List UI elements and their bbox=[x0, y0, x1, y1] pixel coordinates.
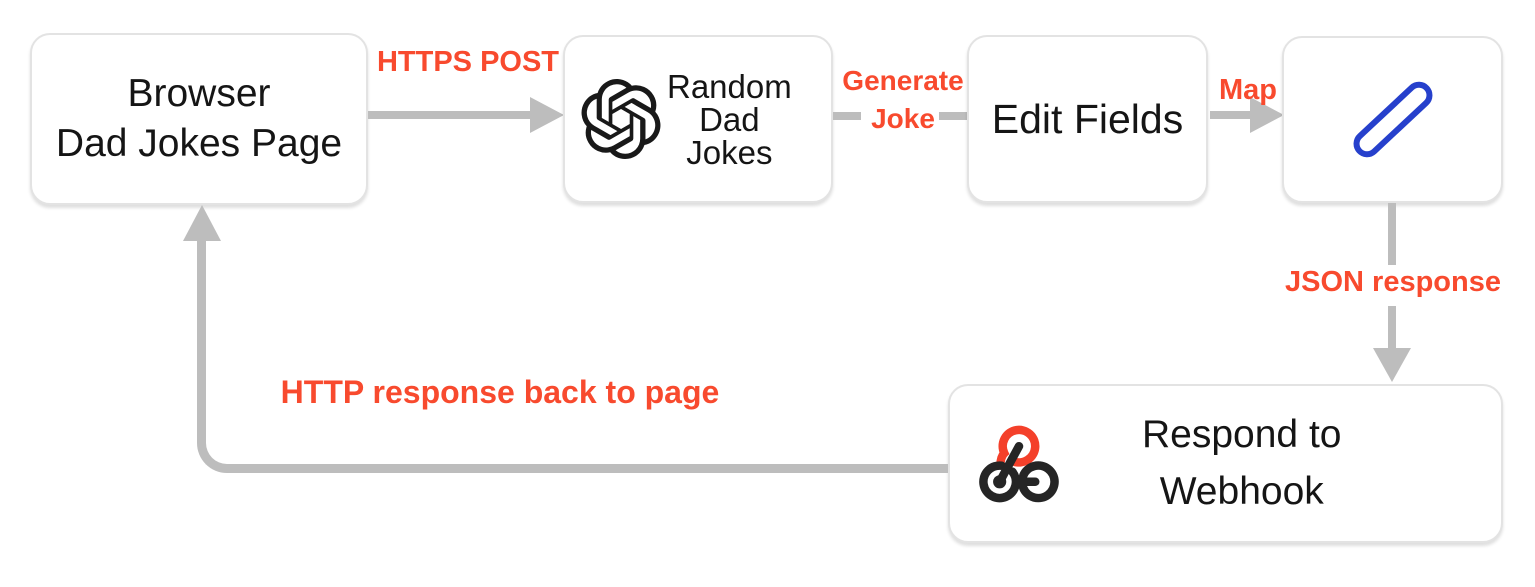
node-respond-webhook-label-line2: Webhook bbox=[1159, 469, 1324, 513]
connector-generate-joke-left-stub bbox=[833, 112, 861, 120]
node-random-dad-jokes-label-line1: Random bbox=[667, 67, 792, 105]
node-respond-to-webhook: Respond to Webhook bbox=[948, 384, 1503, 543]
connector-json-response-upper bbox=[1388, 203, 1396, 265]
edge-label-json-response: JSON response bbox=[1285, 266, 1501, 298]
node-edit-fields-label: Edit Fields bbox=[991, 95, 1184, 142]
node-random-dad-jokes-label-line3: Jokes bbox=[686, 133, 773, 171]
connector-json-response-lower bbox=[1388, 306, 1396, 348]
node-respond-webhook-label: Respond to Webhook bbox=[1142, 407, 1341, 520]
node-edit-fields: Edit Fields bbox=[967, 35, 1208, 203]
node-random-dad-jokes-label: Random Dad Jokes bbox=[667, 70, 792, 169]
connector-generate-joke-right-stub bbox=[939, 112, 967, 120]
node-random-dad-jokes-label-line2: Dad bbox=[699, 100, 760, 138]
connector-http-response-return-path bbox=[197, 222, 948, 473]
edge-label-generate-joke: Generate Joke bbox=[827, 62, 979, 137]
webhook-icon bbox=[979, 425, 1059, 502]
arrowhead-down-icon bbox=[1373, 348, 1411, 382]
edge-label-http-response: HTTP response back to page bbox=[280, 374, 720, 410]
node-respond-webhook-label-line1: Respond to bbox=[1142, 412, 1342, 456]
node-browser-label: Browser Dad Jokes Page bbox=[56, 69, 342, 169]
node-browser-label-line1: Browser bbox=[127, 72, 271, 116]
openai-icon bbox=[581, 79, 661, 159]
edge-label-generate-joke-line2: Joke bbox=[871, 102, 935, 134]
edge-label-map: Map bbox=[1219, 74, 1277, 106]
edge-label-generate-joke-line1: Generate bbox=[842, 65, 964, 96]
arrowhead-right-icon bbox=[530, 97, 564, 133]
node-browser-label-line2: Dad Jokes Page bbox=[55, 122, 343, 165]
connector-https-post bbox=[368, 111, 531, 119]
arrowhead-up-icon bbox=[183, 205, 221, 241]
pen-slash-icon bbox=[1347, 76, 1438, 163]
connector-map bbox=[1210, 111, 1252, 119]
node-pen bbox=[1282, 36, 1503, 203]
node-random-dad-jokes: Random Dad Jokes bbox=[563, 35, 833, 203]
node-browser-dad-jokes-page: Browser Dad Jokes Page bbox=[30, 33, 368, 205]
arrowhead-right-icon bbox=[1250, 97, 1284, 133]
edge-label-https-post: HTTPS POST bbox=[376, 46, 560, 78]
